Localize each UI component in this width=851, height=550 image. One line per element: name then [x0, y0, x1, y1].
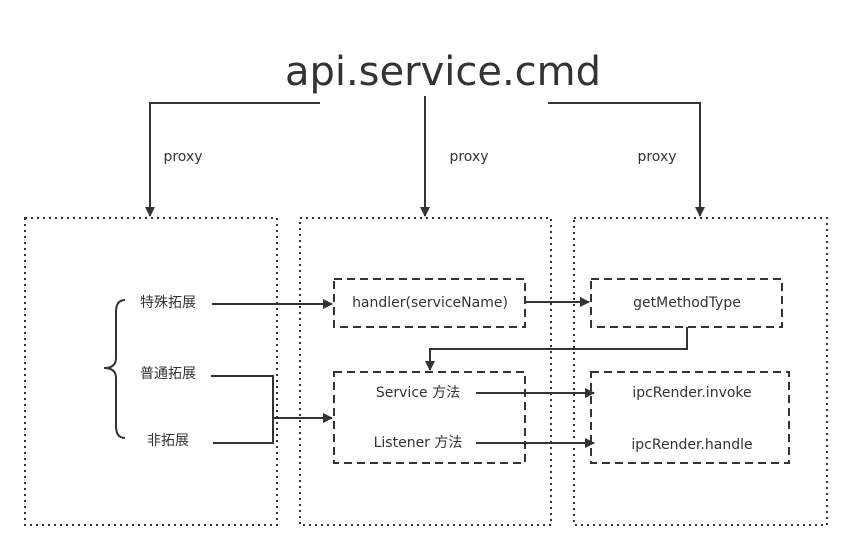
- connector-normal-non: [211, 375, 274, 444]
- arrow-gmt-to-methods: [425, 327, 688, 371]
- left-container: [24, 217, 278, 526]
- proxy-label: proxy: [163, 149, 202, 165]
- handler-label: handler(serviceName): [352, 295, 508, 311]
- get-method-type-label: getMethodType: [633, 295, 741, 311]
- ipc-box: [590, 371, 790, 464]
- method-box: [333, 371, 526, 464]
- proxy-arrow-right: [548, 102, 705, 217]
- left-item: 非拓展: [147, 433, 189, 449]
- handle-label: ipcRender.handle: [631, 437, 752, 453]
- proxy-label: proxy: [637, 149, 676, 165]
- left-item: 普通拓展: [140, 366, 196, 382]
- listener-method-label: Listener 方法: [374, 435, 463, 451]
- title: api.service.cmd: [285, 49, 601, 95]
- service-method-label: Service 方法: [376, 385, 460, 401]
- left-item: 特殊拓展: [140, 295, 196, 311]
- proxy-label: proxy: [449, 149, 488, 165]
- right-container: [573, 217, 828, 526]
- proxy-arrow-left: [145, 102, 320, 217]
- get-method-type-box: [590, 278, 783, 328]
- invoke-label: ipcRender.invoke: [632, 385, 751, 401]
- brace: [103, 299, 126, 439]
